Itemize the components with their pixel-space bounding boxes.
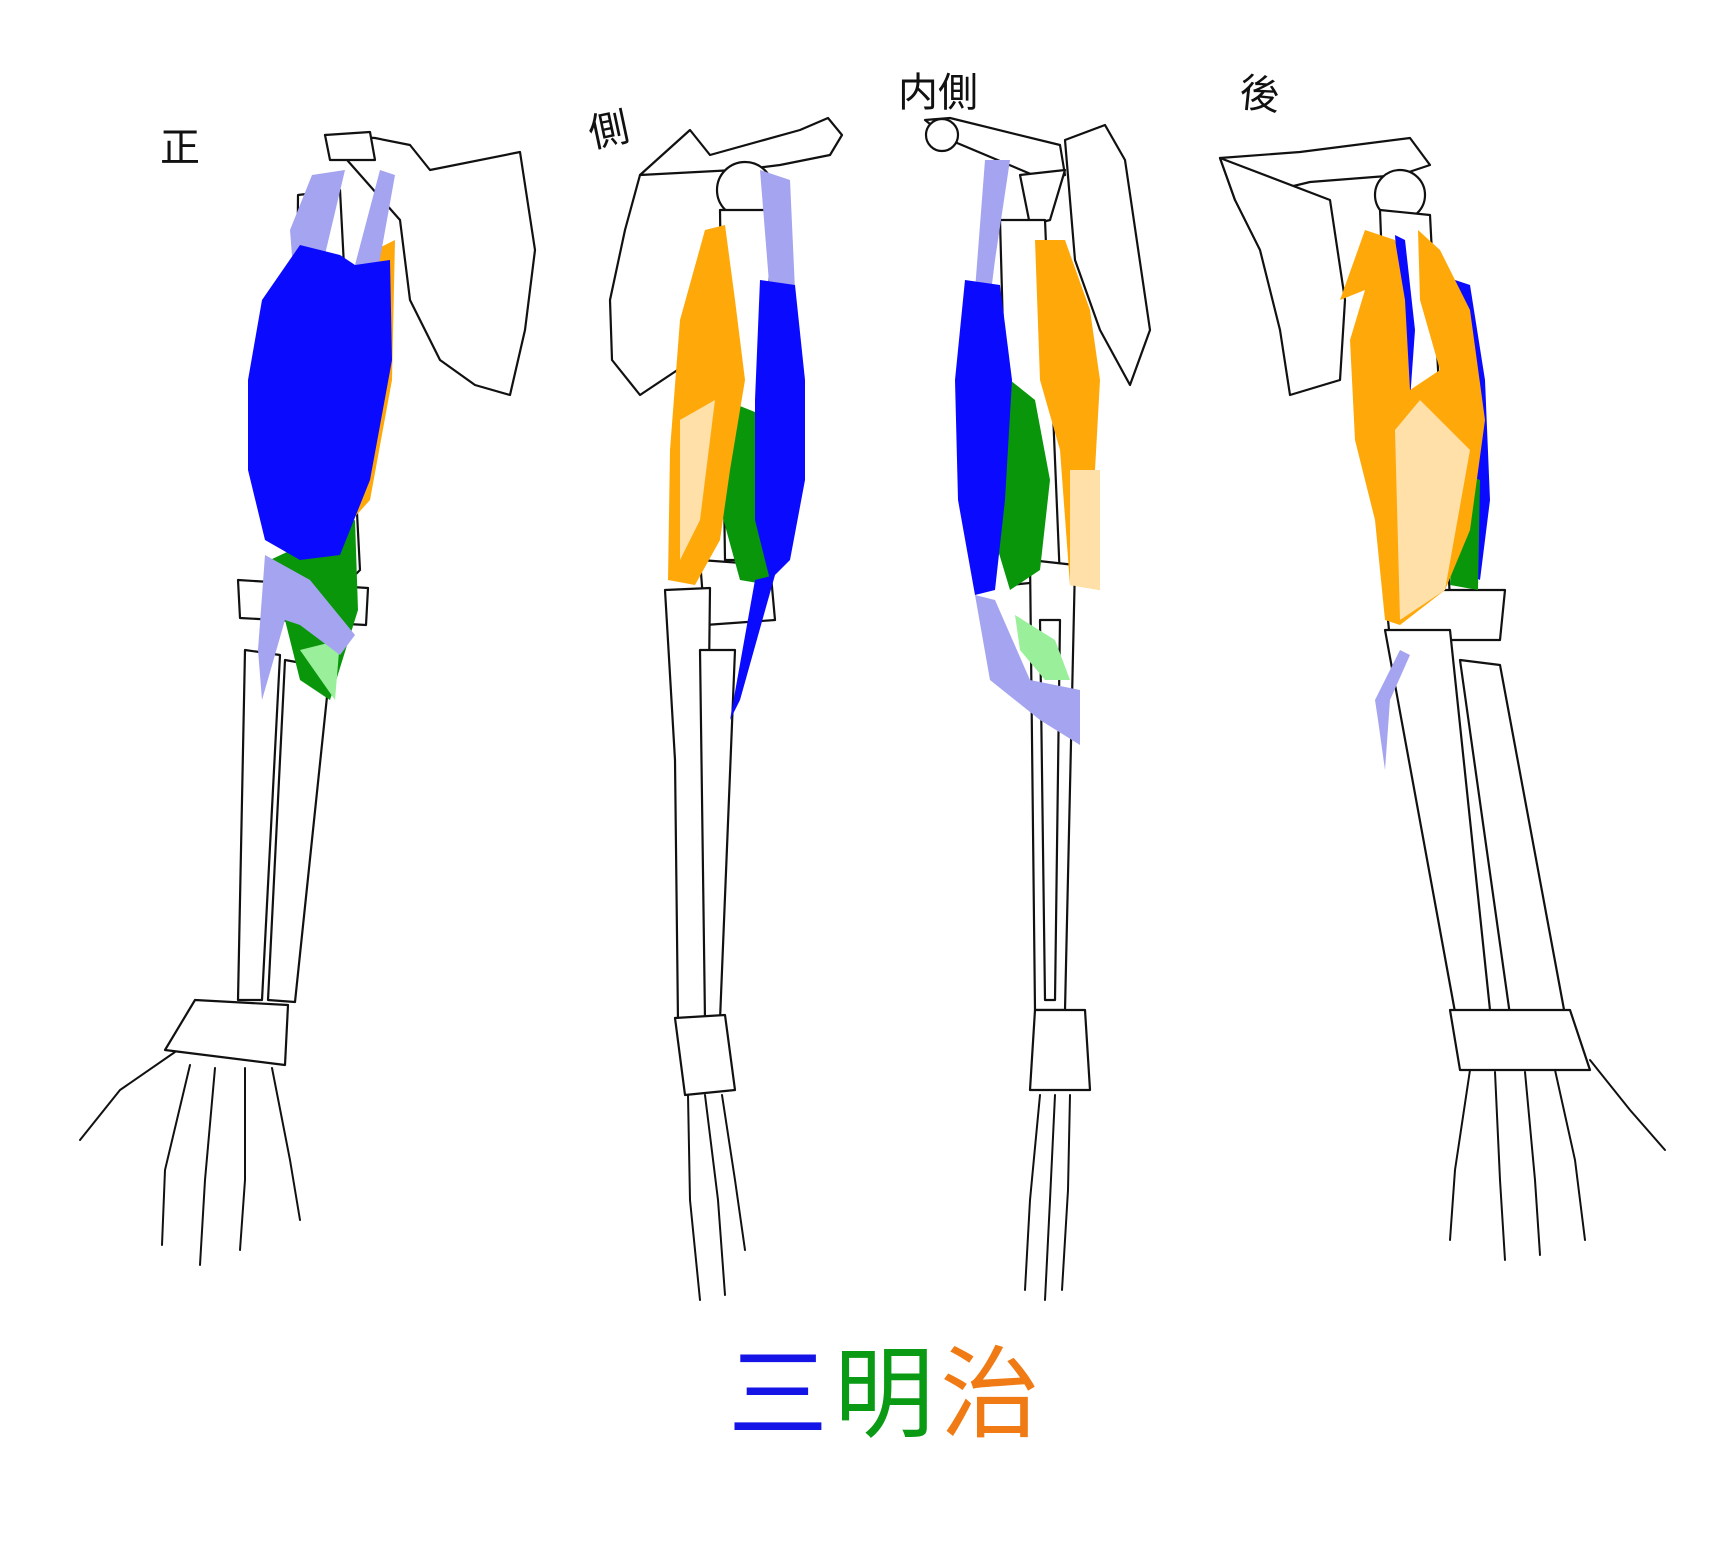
arm-side-view (610, 118, 842, 1300)
acromion-front (325, 132, 375, 160)
finger-side-3 (722, 1095, 745, 1250)
finger-inner-2 (1045, 1095, 1055, 1300)
finger-back-1 (1450, 1070, 1470, 1240)
finger-front-1 (162, 1065, 190, 1245)
arm-back-view (1220, 138, 1665, 1260)
scapula-back (1220, 158, 1345, 395)
thumb-back (1590, 1060, 1665, 1150)
thumb-front (80, 1052, 175, 1140)
finger-back-3 (1525, 1072, 1540, 1255)
humeral-head-inner (1020, 170, 1065, 225)
arm-front-view (80, 132, 535, 1265)
finger-inner-1 (1025, 1095, 1040, 1290)
title-char-1: 三 (728, 1336, 834, 1453)
finger-back-4 (1555, 1070, 1585, 1240)
biceps-side (755, 280, 805, 580)
biceps-front (248, 245, 392, 560)
forearm-side-2 (700, 650, 735, 1020)
wrist-back (1450, 1010, 1590, 1070)
arm-inner-view (925, 118, 1150, 1300)
triceps-tendon-inner (1070, 470, 1100, 590)
title-sanmeiji: 三明治 (728, 1345, 1046, 1445)
finger-side-1 (688, 1095, 700, 1300)
title-char-2: 明 (834, 1336, 940, 1453)
clavicle-end-inner (926, 119, 958, 151)
wrist-front (165, 1000, 288, 1065)
finger-side-2 (705, 1095, 725, 1295)
wrist-inner (1030, 1010, 1090, 1090)
finger-back-2 (1495, 1072, 1505, 1260)
finger-front-2 (200, 1068, 215, 1265)
finger-front-4 (272, 1068, 300, 1220)
wrist-side (675, 1015, 735, 1095)
finger-front-3 (240, 1068, 245, 1250)
finger-inner-3 (1062, 1095, 1070, 1290)
title-char-3: 治 (940, 1336, 1046, 1453)
